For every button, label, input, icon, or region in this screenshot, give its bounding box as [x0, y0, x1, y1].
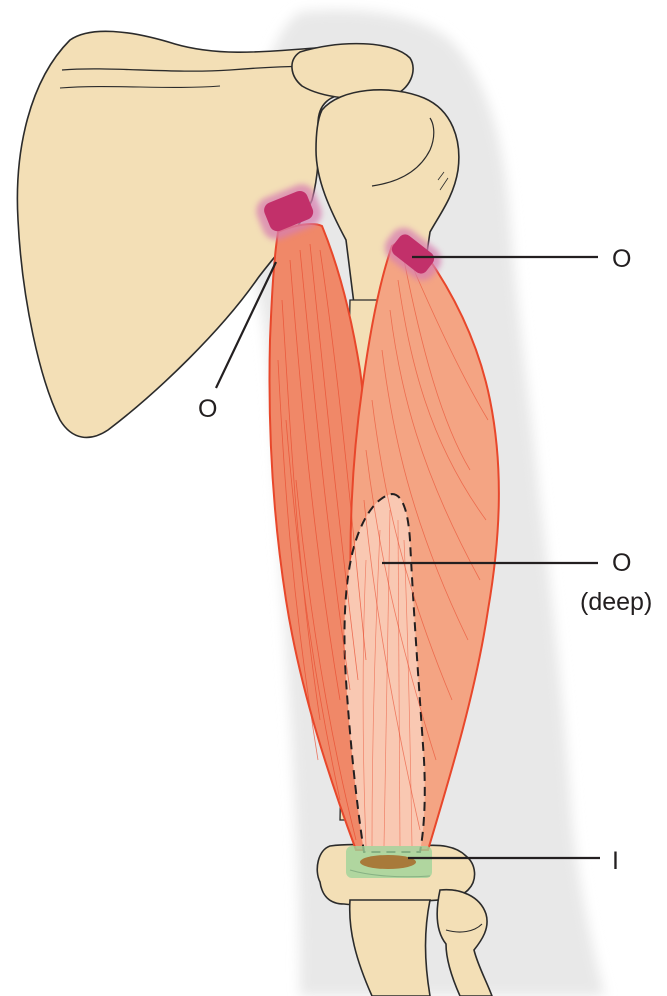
label-origin-left: O — [198, 395, 217, 423]
label-origin-deep: O — [612, 549, 631, 577]
label-origin-deep-note: (deep) — [580, 588, 652, 616]
label-insertion: I — [612, 847, 619, 875]
label-origin-right: O — [612, 245, 631, 273]
insertion-marker — [346, 846, 432, 878]
